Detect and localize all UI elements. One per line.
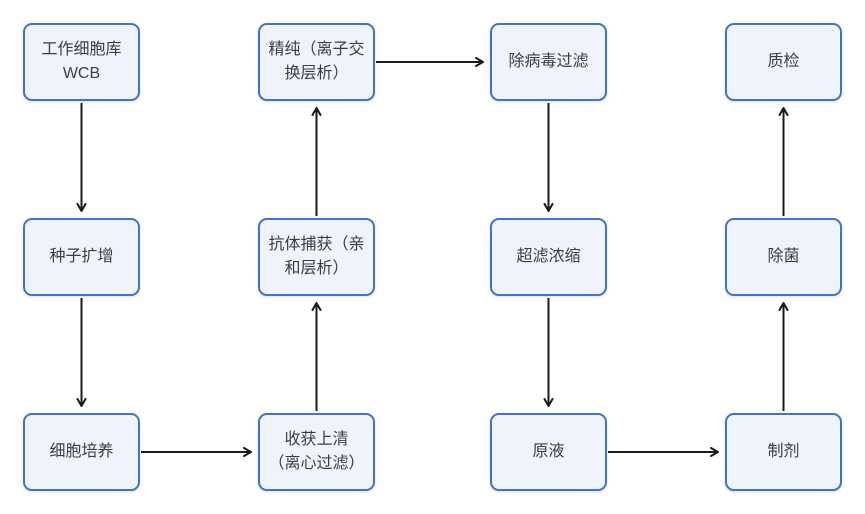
flow-node-harvest-supernatant: 收获上清 （离心过滤）: [258, 413, 375, 491]
flow-node-formulation: 制剂: [725, 413, 842, 491]
node-label-line: WCB: [62, 65, 101, 82]
node-label-line: 制剂: [767, 443, 800, 460]
node-label-line: 收获上清: [284, 431, 349, 448]
flow-node-seed-expansion: 种子扩增: [23, 218, 140, 296]
node-label-line: 质检: [767, 53, 800, 70]
node-label-line: 种子扩增: [49, 248, 114, 265]
node-label-line: （离心过滤）: [268, 455, 365, 472]
flow-node-sterile-filtration: 除菌: [725, 218, 842, 296]
flow-node-quality-control: 质检: [725, 23, 842, 101]
node-label-line: 细胞培养: [49, 443, 114, 460]
flow-node-drug-substance: 原液: [490, 413, 607, 491]
node-label-line: 抗体捕获（亲: [268, 236, 365, 253]
flow-node-working-cell-bank: 工作细胞库 WCB: [23, 23, 140, 101]
node-label-line: 除病毒过滤: [508, 53, 589, 70]
node-label-line: 工作细胞库: [41, 41, 122, 58]
flow-node-virus-removal-filtration: 除病毒过滤: [490, 23, 607, 101]
node-label-line: 精纯（离子交: [268, 41, 365, 58]
flow-node-polishing-ion-exchange: 精纯（离子交 换层析）: [258, 23, 375, 101]
node-label-line: 原液: [532, 443, 565, 460]
node-label-line: 和层析）: [284, 260, 349, 277]
flow-node-antibody-capture-affinity: 抗体捕获（亲 和层析）: [258, 218, 375, 296]
node-label-line: 超滤浓缩: [516, 248, 581, 265]
node-label-line: 换层析）: [284, 65, 349, 82]
flow-node-ultrafiltration-concentration: 超滤浓缩: [490, 218, 607, 296]
flow-node-cell-culture: 细胞培养: [23, 413, 140, 491]
node-label-line: 除菌: [767, 248, 800, 265]
